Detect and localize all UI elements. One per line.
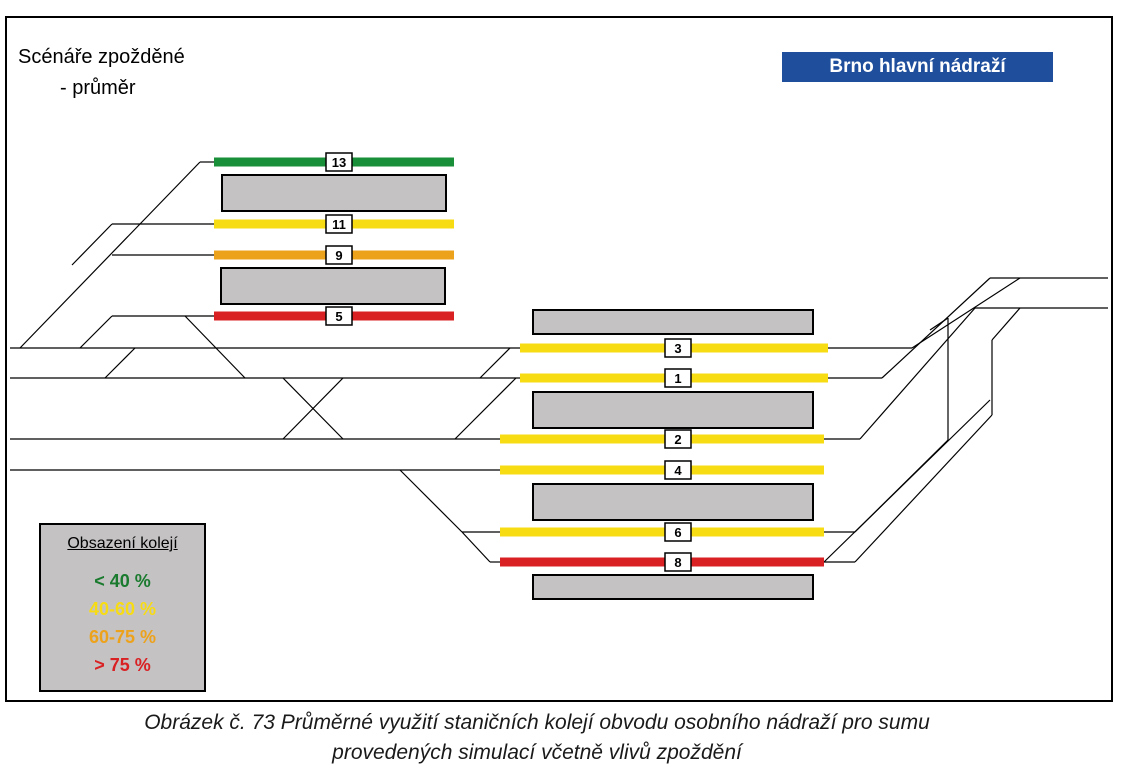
track-2-number: 2	[674, 432, 681, 447]
track-8-label: 8	[664, 552, 692, 572]
scenario-line-1: Scénáře zpožděné	[18, 46, 185, 68]
track-13-label: 13	[325, 152, 353, 172]
legend-item-low: < 40 %	[94, 571, 151, 591]
platform	[220, 267, 446, 305]
track-1-number: 1	[674, 371, 681, 386]
platform	[532, 483, 814, 521]
track-6-label: 6	[664, 522, 692, 542]
track-13-number: 13	[332, 155, 346, 170]
track-9-number: 9	[335, 248, 342, 263]
station-name-banner: Brno hlavní nádraží	[782, 52, 1053, 82]
platform	[532, 391, 814, 429]
track-6-number: 6	[674, 525, 681, 540]
legend-item-critical: > 75 %	[94, 655, 151, 675]
track-labels: 13 11 9 5 3 1 2 4	[325, 152, 692, 572]
caption-line-2: provedených simulací včetně vlivů zpoždě…	[332, 741, 742, 764]
track-3-number: 3	[674, 341, 681, 356]
legend-title: Obsazení kolejí	[67, 535, 178, 552]
track-4-label: 4	[664, 460, 692, 480]
track-9-label: 9	[325, 245, 353, 265]
figure-caption: Obrázek č. 73 Průměrné využití staničníc…	[0, 708, 1074, 768]
scenario-line-2: - průměr	[60, 77, 136, 99]
track-11-number: 11	[332, 217, 346, 232]
track-2-label: 2	[664, 429, 692, 449]
scenario-label: Scénáře zpožděné - průměr	[18, 42, 185, 104]
track-3-label: 3	[664, 338, 692, 358]
platform	[532, 309, 814, 335]
caption-line-1: Obrázek č. 73 Průměrné využití staničníc…	[144, 711, 930, 734]
track-5-number: 5	[335, 309, 342, 324]
legend: Obsazení kolejí < 40 % 40-60 % 60-75 % >…	[39, 523, 206, 692]
legend-item-high: 60-75 %	[88, 627, 157, 647]
track-1-label: 1	[664, 368, 692, 388]
track-8-number: 8	[674, 555, 681, 570]
track-4-number: 4	[674, 463, 682, 478]
legend-item-medium: 40-60 %	[88, 599, 157, 619]
track-11-label: 11	[325, 214, 353, 234]
platform	[532, 574, 814, 600]
platforms	[220, 174, 814, 600]
track-lines	[10, 161, 1108, 563]
platform	[221, 174, 447, 212]
track-5-label: 5	[325, 306, 353, 326]
